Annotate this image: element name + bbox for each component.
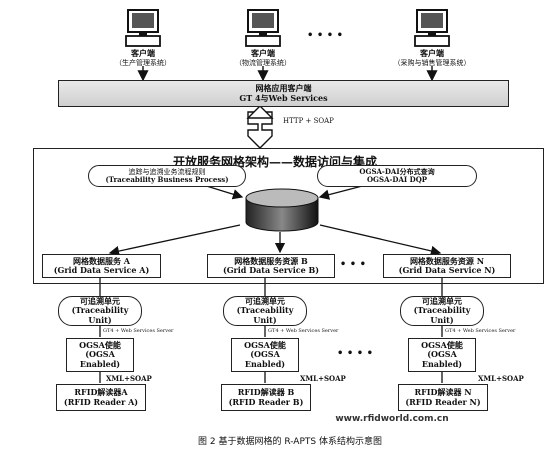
figure-caption: 图 2 基于数据网格的 R-APTS 体系结构示意图 [198, 437, 382, 447]
rfid-reader-b: RFID解读器 B (RFID Reader B) [221, 384, 311, 411]
database-icon [245, 188, 319, 232]
reader-line1: RFID解读器 B [237, 387, 295, 398]
process-rules-box: 追踪与追溯业务流程规则 (Traceability Business Proce… [88, 165, 246, 187]
ogsa-enabled-b: OGSA使能 (OGSA Enabled) [231, 338, 299, 372]
ogsa-line1: OGSA使能 [421, 340, 463, 351]
dqp-box-line2: OGSA-DAI DQP [366, 175, 428, 184]
traceability-unit-a: 可追溯单元 (Traceability Unit) [58, 296, 142, 326]
service-ellipsis: • • • [339, 259, 367, 270]
dqp-box-line1: OGSA-DAI分布式查询 [359, 166, 435, 176]
client-sub-label: （生产管理系统） [115, 59, 171, 67]
grid-service-line2: (Grid Data Service B) [222, 265, 320, 275]
ogsa-line2: (OGSA Enabled) [79, 349, 121, 369]
xml-soap-label: XML+SOAP [106, 374, 152, 383]
traceability-unit-n: 可追溯单元 (Traceability Unit) [400, 296, 484, 326]
gt4-server-label: GT4 + Web Services Server [103, 328, 174, 334]
computer-icon [413, 8, 451, 50]
trace-unit-line1: 可追溯单元 [80, 296, 120, 307]
trace-unit-line2: (Traceability Unit) [413, 305, 471, 325]
trace-unit-line2: (Traceability Unit) [71, 305, 129, 325]
xml-soap-label: XML+SOAP [478, 374, 524, 383]
http-double-arrow [247, 111, 273, 149]
client-label: 客户端 [251, 48, 275, 58]
protocol-label: HTTP + SOAP [283, 117, 334, 125]
reader-line2: (RFID Reader B) [228, 396, 304, 407]
ogsa-line1: OGSA使能 [244, 340, 286, 351]
ogsa-line2: (OGSA Enabled) [244, 349, 286, 369]
ogsa-enabled-n: OGSA使能 (OGSA Enabled) [408, 338, 476, 372]
gt4-server-label: GT4 + Web Services Server [445, 328, 516, 334]
client-label: 客户端 [420, 48, 444, 58]
architecture-frame [33, 148, 544, 284]
grid-application-client: 网格应用客户端 GT 4与Web Services [58, 80, 509, 107]
reader-line2: (RFID Reader A) [63, 396, 139, 407]
grid-data-service-b: 网格数据服务资源 B (Grid Data Service B) [207, 254, 335, 278]
ogsa-line1: OGSA使能 [79, 340, 121, 351]
process-box-line1: 追踪与追溯业务流程规则 [128, 167, 206, 176]
grid-data-service-a: 网格数据服务 A (Grid Data Service A) [42, 254, 161, 278]
client-ellipsis: • • • • [306, 30, 343, 41]
grid-service-line1: 网格数据服务资源 N [409, 255, 485, 266]
trace-unit-line2: (Traceability Unit) [236, 305, 294, 325]
process-box-line2: (Traceability Business Process) [105, 175, 229, 184]
ogsa-enabled-a: OGSA使能 (OGSA Enabled) [66, 338, 134, 372]
client-sub-label: （物流管理系统） [235, 59, 291, 67]
grid-service-line2: (Grid Data Service N) [398, 265, 496, 275]
grid-data-service-n: 网格数据服务资源 N (Grid Data Service N) [383, 254, 511, 278]
reader-ellipsis: • • • • [336, 348, 373, 359]
client-sub-label: （采购与销售管理系统） [393, 59, 471, 67]
reader-line1: RFID解读器 N [414, 387, 472, 398]
gt4-server-label: GT4 + Web Services Server [268, 328, 339, 334]
watermark: www.rfidworld.com.cn [335, 414, 449, 424]
grid-client-line1: 网格应用客户端 [255, 83, 312, 94]
reader-line2: (RFID Reader N) [405, 396, 481, 407]
rfid-reader-n: RFID解读器 N (RFID Reader N) [398, 384, 488, 411]
reader-line1: RFID解读器A [74, 387, 128, 398]
trace-unit-line1: 可追溯单元 [422, 296, 462, 307]
ogsa-line2: (OGSA Enabled) [421, 349, 463, 369]
grid-service-line1: 网格数据服务 A [73, 255, 130, 266]
grid-service-line2: (Grid Data Service A) [53, 265, 150, 275]
computer-icon [244, 8, 282, 50]
trace-unit-line1: 可追溯单元 [245, 296, 285, 307]
xml-soap-label: XML+SOAP [300, 374, 346, 383]
rfid-reader-a: RFID解读器A (RFID Reader A) [56, 384, 146, 411]
grid-service-line1: 网格数据服务资源 B [234, 255, 308, 266]
grid-client-line2: GT 4与Web Services [239, 92, 328, 103]
dqp-box: OGSA-DAI分布式查询 OGSA-DAI DQP [317, 165, 477, 187]
traceability-unit-b: 可追溯单元 (Traceability Unit) [223, 296, 307, 326]
computer-icon [124, 8, 162, 50]
client-label: 客户端 [131, 48, 155, 58]
